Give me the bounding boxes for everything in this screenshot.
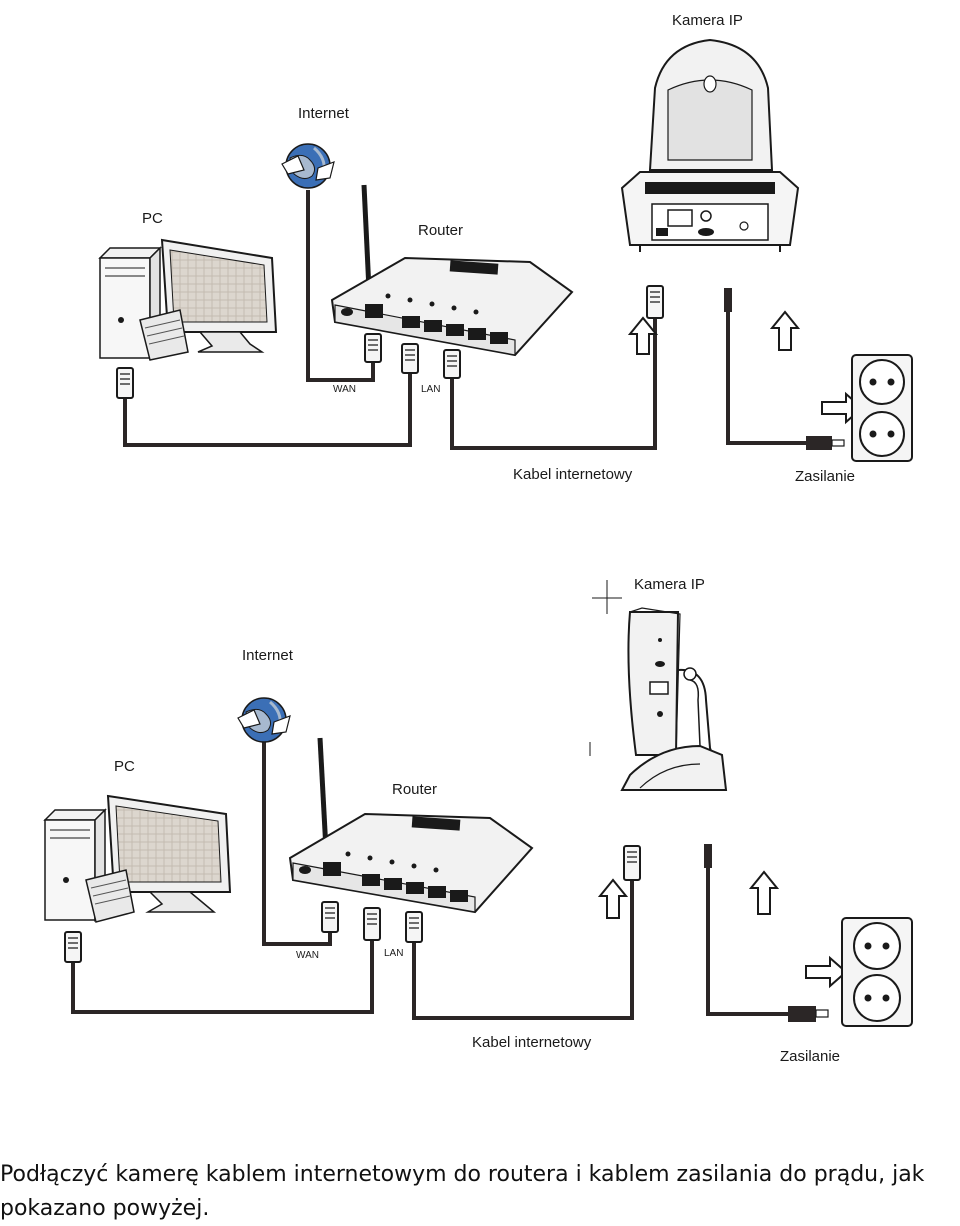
router-icon [330,184,574,357]
globe-icon [281,143,335,189]
ip-camera-icon [620,607,728,791]
connection-diagram-1: Kamera IP Internet PC Router WAN LAN Kab… [0,0,960,540]
up-arrow-icon [627,310,801,355]
router-label: Router [392,781,438,798]
router-icon [288,737,534,914]
power-cable [706,868,790,1016]
camera-label: Kamera IP [634,576,705,593]
pc-router-cable [123,373,412,447]
power-plug-icon [724,288,845,450]
camera-label: Kamera IP [672,12,743,29]
rj45-plug-icon [64,845,641,963]
internet-wan-cable [262,720,332,946]
internet-label: Internet [298,105,349,122]
wan-label: WAN [296,950,319,961]
diagram-1-graphics [98,38,913,462]
wan-label: WAN [333,384,356,395]
right-arrow-icon [805,955,848,989]
router-label: Router [418,222,464,239]
globe-icon [237,697,291,743]
pc-label: PC [114,758,135,775]
lan-label: LAN [421,384,441,395]
internet-wan-cable [306,190,375,382]
lan-label: LAN [384,948,404,959]
wall-socket-icon [851,354,913,462]
ethernet-cable-label: Kabel internetowy [513,466,633,483]
power-label: Zasilanie [795,468,856,485]
connection-diagram-2: Kamera IP Internet PC Router WAN LAN Kab… [0,550,960,1110]
ip-camera-icon [620,38,800,252]
power-label: Zasilanie [780,1048,841,1065]
up-arrow-icon [597,870,780,919]
diagram-2-graphics [43,580,913,1027]
instruction-caption: Podłączyć kamerę kablem internetowym do … [0,1162,925,1221]
pc-router-cable [71,940,374,1014]
internet-label: Internet [242,647,293,664]
rj45-plug-icon [116,285,664,399]
wall-socket-icon [841,917,913,1027]
computer-icon [98,238,278,361]
power-plug-icon [704,844,829,1022]
ethernet-cable-label: Kabel internetowy [472,1034,592,1051]
power-cable [726,312,808,445]
lan-camera-cable [450,318,657,450]
computer-icon [43,794,232,923]
pc-label: PC [142,210,163,227]
lan-camera-cable [412,880,634,1020]
